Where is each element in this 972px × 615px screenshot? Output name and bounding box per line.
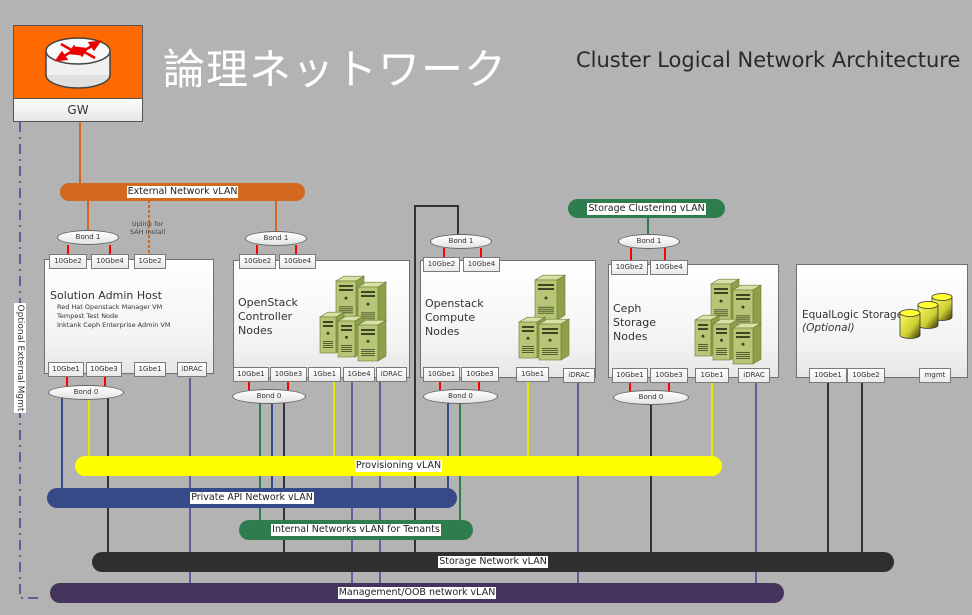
ceph-bond1: Bond 1	[618, 234, 680, 249]
uplink-note: Uplink for SAH Install	[130, 220, 166, 236]
server-tower-icon	[731, 322, 763, 365]
sah-port-10gbe2: 10Gbe2	[49, 254, 87, 269]
compute-bond0: Bond 0	[423, 389, 498, 404]
controller-title: OpenStack Controller Nodes	[238, 296, 298, 337]
server-cluster-icon	[693, 278, 763, 365]
server-cluster-icon	[318, 275, 388, 362]
ctrl-port-10gbe3: 10Gbe3	[270, 367, 307, 382]
server-tower-icon	[356, 281, 388, 326]
gateway-label: GW	[13, 98, 143, 122]
compute-title: Openstack Compute Nodes	[425, 297, 484, 338]
compute-port-10gbe2: 10Gbe2	[423, 257, 460, 272]
vlan-management[interactable]: Management/OOB network vLAN	[50, 583, 784, 603]
sah-bond1: Bond 1	[57, 230, 119, 245]
sah-title: Solution Admin Host	[50, 289, 162, 302]
ctrl-port-idrac: iDRAC	[376, 367, 407, 382]
router-icon	[45, 37, 111, 89]
vlan-storage-clustering-label: Storage Clustering vLAN	[587, 202, 706, 215]
eql-port-mgmt: mgmt	[919, 368, 951, 383]
server-tower-icon	[537, 318, 571, 361]
compute-port-1gbe1: 1Gbe1	[516, 367, 549, 382]
sah-subtitles: Red Hat Openstack Manager VM Tempest Tes…	[57, 303, 171, 329]
japanese-title: 論理ネットワーク	[163, 45, 508, 94]
ceph-title: Ceph Storage Nodes	[613, 302, 657, 343]
compute-port-10gbe3: 10Gbe3	[461, 367, 499, 382]
vlan-external-label: External Network vLAN	[126, 186, 239, 198]
ceph-port-idrac: iDRAC	[738, 368, 770, 383]
sah-port-10gbe4: 10Gbe4	[91, 254, 129, 269]
server-tower-icon	[336, 315, 365, 358]
vlan-private-api-label: Private API Network vLAN	[190, 492, 314, 504]
vlan-storage-network[interactable]: Storage Network vLAN	[92, 552, 894, 572]
sah-port-1gbe1: 1Gbe1	[134, 362, 166, 377]
sah-port-10gbe3: 10Gbe3	[86, 362, 122, 377]
bond-top-links	[67, 245, 666, 261]
compute-port-10gbe4: 10Gbe4	[463, 257, 500, 272]
server-tower-icon	[731, 284, 763, 329]
eql-port-10gbe1: 10Gbe1	[809, 368, 847, 383]
server-cluster-icon	[517, 274, 571, 361]
sah-port-10gbe1: 10Gbe1	[48, 362, 84, 377]
equallogic-subtitle: (Optional)	[802, 322, 855, 334]
eql-port-10gbe2: 10Gbe2	[847, 368, 885, 383]
ctrl-bond0: Bond 0	[232, 389, 306, 404]
ceph-port-1gbe1: 1Gbe1	[695, 368, 729, 383]
vlan-storage-clustering[interactable]: Storage Clustering vLAN	[568, 199, 725, 218]
ceph-port-10gbe1: 10Gbe1	[612, 368, 648, 383]
ceph-port-10gbe3: 10Gbe3	[650, 368, 688, 383]
vlan-internal-tenants[interactable]: Internal Networks vLAN for Tenants	[239, 520, 473, 540]
ctrl-port-1gbe1: 1Gbe1	[308, 367, 341, 382]
ctrl-port-1gbe4: 1Gbe4	[343, 367, 375, 382]
ceph-port-10gbe4: 10Gbe4	[650, 260, 688, 275]
sah-port-1gbe2: 1Gbe2	[134, 254, 166, 269]
sah-port-idrac: iDRAC	[177, 362, 207, 377]
server-tower-icon	[356, 319, 388, 362]
vlan-provisioning-label: Provisioning vLAN	[354, 460, 443, 472]
vlan-provisioning[interactable]: Provisioning vLAN	[75, 456, 722, 476]
solution-admin-host-node[interactable]	[44, 259, 214, 374]
vlan-management-label: Management/OOB network vLAN	[337, 587, 497, 599]
compute-port-idrac: iDRAC	[563, 368, 595, 383]
vlan-external[interactable]: External Network vLAN	[60, 183, 305, 201]
optional-mgmt-label: Optional External Mgmt	[14, 303, 26, 413]
diagram-title: Cluster Logical Network Architecture	[576, 48, 961, 72]
ctrl-bond1: Bond 1	[245, 231, 307, 246]
optional-external-mgmt: Optional External Mgmt	[10, 303, 26, 415]
compute-port-10gbe1: 10Gbe1	[423, 367, 460, 382]
sah-bond0: Bond 0	[48, 385, 124, 400]
storage-cylinders-icon	[899, 293, 953, 339]
ceph-port-10gbe2: 10Gbe2	[611, 260, 648, 275]
ctrl-port-10gbe1: 10Gbe1	[233, 367, 269, 382]
optional-mgmt-line	[19, 122, 42, 599]
server-tower-icon	[533, 274, 567, 321]
ceph-bond0: Bond 0	[613, 390, 689, 405]
vlan-internal-tenants-label: Internal Networks vLAN for Tenants	[271, 524, 441, 536]
ctrl-port-10gbe2: 10Gbe2	[239, 254, 276, 269]
ctrl-port-10gbe4: 10Gbe4	[279, 254, 316, 269]
compute-bond1-storage-wire	[414, 205, 459, 553]
vlan-private-api[interactable]: Private API Network vLAN	[47, 488, 457, 508]
vlan-storage-network-label: Storage Network vLAN	[438, 556, 548, 568]
equallogic-storage-node[interactable]	[796, 264, 968, 378]
equallogic-title: EqualLogic Storage	[802, 309, 904, 321]
compute-bond1: Bond 1	[430, 234, 492, 249]
